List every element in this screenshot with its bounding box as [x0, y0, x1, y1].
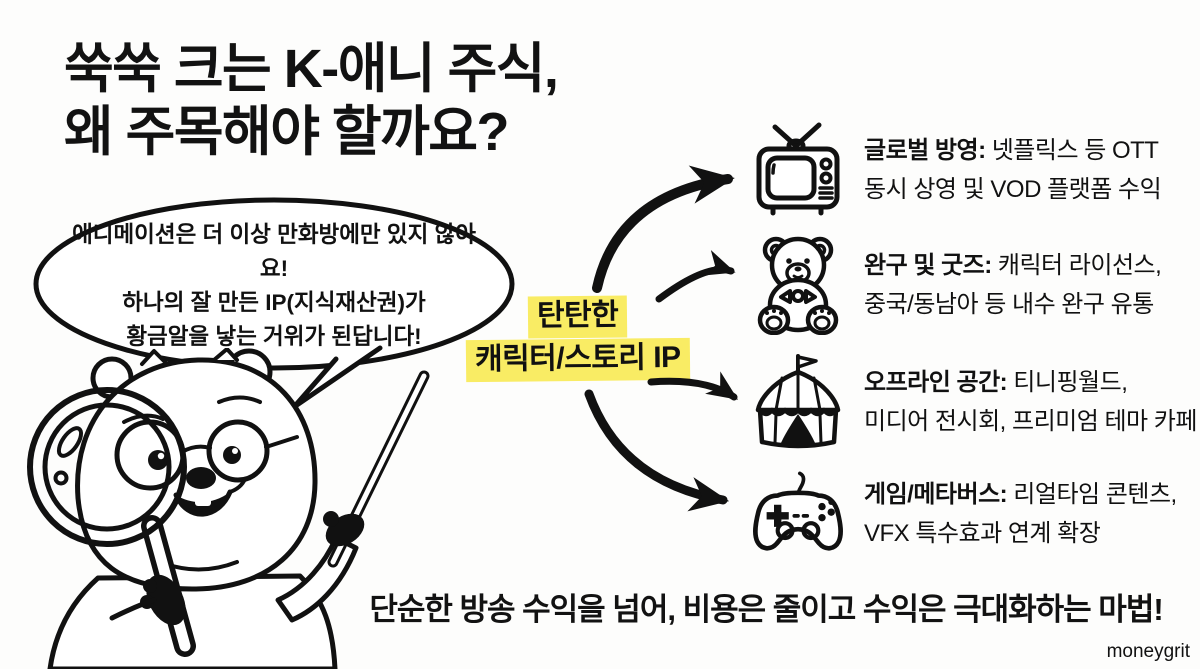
stream-toys-goods: 완구 및 굿즈: 캐릭터 라이선스, 중국/동남아 등 내수 완구 유통	[750, 233, 1195, 337]
stream-text: 게임/메타버스: 리얼타임 콘텐츠, VFX 특수효과 연계 확장	[864, 481, 1177, 547]
stream-text: 완구 및 굿즈: 캐릭터 라이선스, 중국/동남아 등 내수 완구 유통	[864, 252, 1162, 318]
game-controller-icon	[750, 464, 846, 564]
tv-icon	[750, 120, 846, 220]
page-title-line1: 쑥쑥 크는 K-애니 주식,	[64, 39, 559, 99]
arrow-to-goods-icon	[655, 250, 736, 303]
stream-text: 오프라인 공간: 티니핑월드, 미디어 전시회, 프리미엄 테마 카페	[864, 369, 1197, 435]
speech-bubble-text: 애니메이션은 더 이상 만화방에만 있지 않아요! 하나의 잘 만든 IP(지식…	[58, 218, 490, 354]
bottom-tagline: 단순한 방송 수익을 넘어, 비용은 줄이고 수익은 극대화하는 마법!	[369, 592, 1163, 627]
stream-label: 게임/메타버스:	[864, 481, 1008, 508]
arrow-to-offline-icon	[647, 371, 738, 401]
stream-game-metaverse: 게임/메타버스: 리얼타임 콘텐츠, VFX 특수효과 연계 확장	[750, 462, 1195, 566]
page-title: 쑥쑥 크는 K-애니 주식, 왜 주목해야 할까요?	[64, 38, 559, 164]
arrow-to-game-icon	[584, 389, 730, 512]
circus-tent-icon	[750, 352, 846, 452]
stream-text: 글로벌 방영: 넷플릭스 등 OTT 동시 상영 및 VOD 플랫폼 수익	[864, 137, 1162, 203]
core-ip-label-line1: 탄탄한	[528, 295, 628, 339]
stream-offline-space: 오프라인 공간: 티니핑월드, 미디어 전시회, 프리미엄 테마 카페	[750, 350, 1197, 454]
stream-label: 글로벌 방영:	[864, 137, 986, 164]
speech-bubble-line2: 하나의 잘 만든 IP(지식재산권)가	[122, 290, 426, 315]
speech-bubble-line1: 애니메이션은 더 이상 만화방에만 있지 않아요!	[72, 222, 476, 281]
speech-bubble: 애니메이션은 더 이상 만화방에만 있지 않아요! 하나의 잘 만든 IP(지식…	[28, 196, 520, 411]
watermark: moneygrit	[1106, 641, 1190, 662]
speech-bubble-line3: 황금알을 낳는 거위가 된답니다!	[126, 324, 422, 349]
stream-global-broadcast: 글로벌 방영: 넷플릭스 등 OTT 동시 상영 및 VOD 플랫폼 수익	[750, 118, 1195, 222]
stream-label: 완구 및 굿즈:	[864, 252, 992, 279]
core-ip-label: 탄탄한 캐릭터/스토리 IP	[462, 295, 694, 383]
stream-label: 오프라인 공간:	[864, 369, 1008, 396]
arrow-to-broadcast-icon	[592, 165, 735, 293]
page-title-line2: 왜 주목해야 할까요?	[64, 102, 509, 162]
core-ip-label-line2: 캐릭터/스토리 IP	[465, 337, 691, 383]
teddy-bear-icon	[750, 235, 846, 335]
